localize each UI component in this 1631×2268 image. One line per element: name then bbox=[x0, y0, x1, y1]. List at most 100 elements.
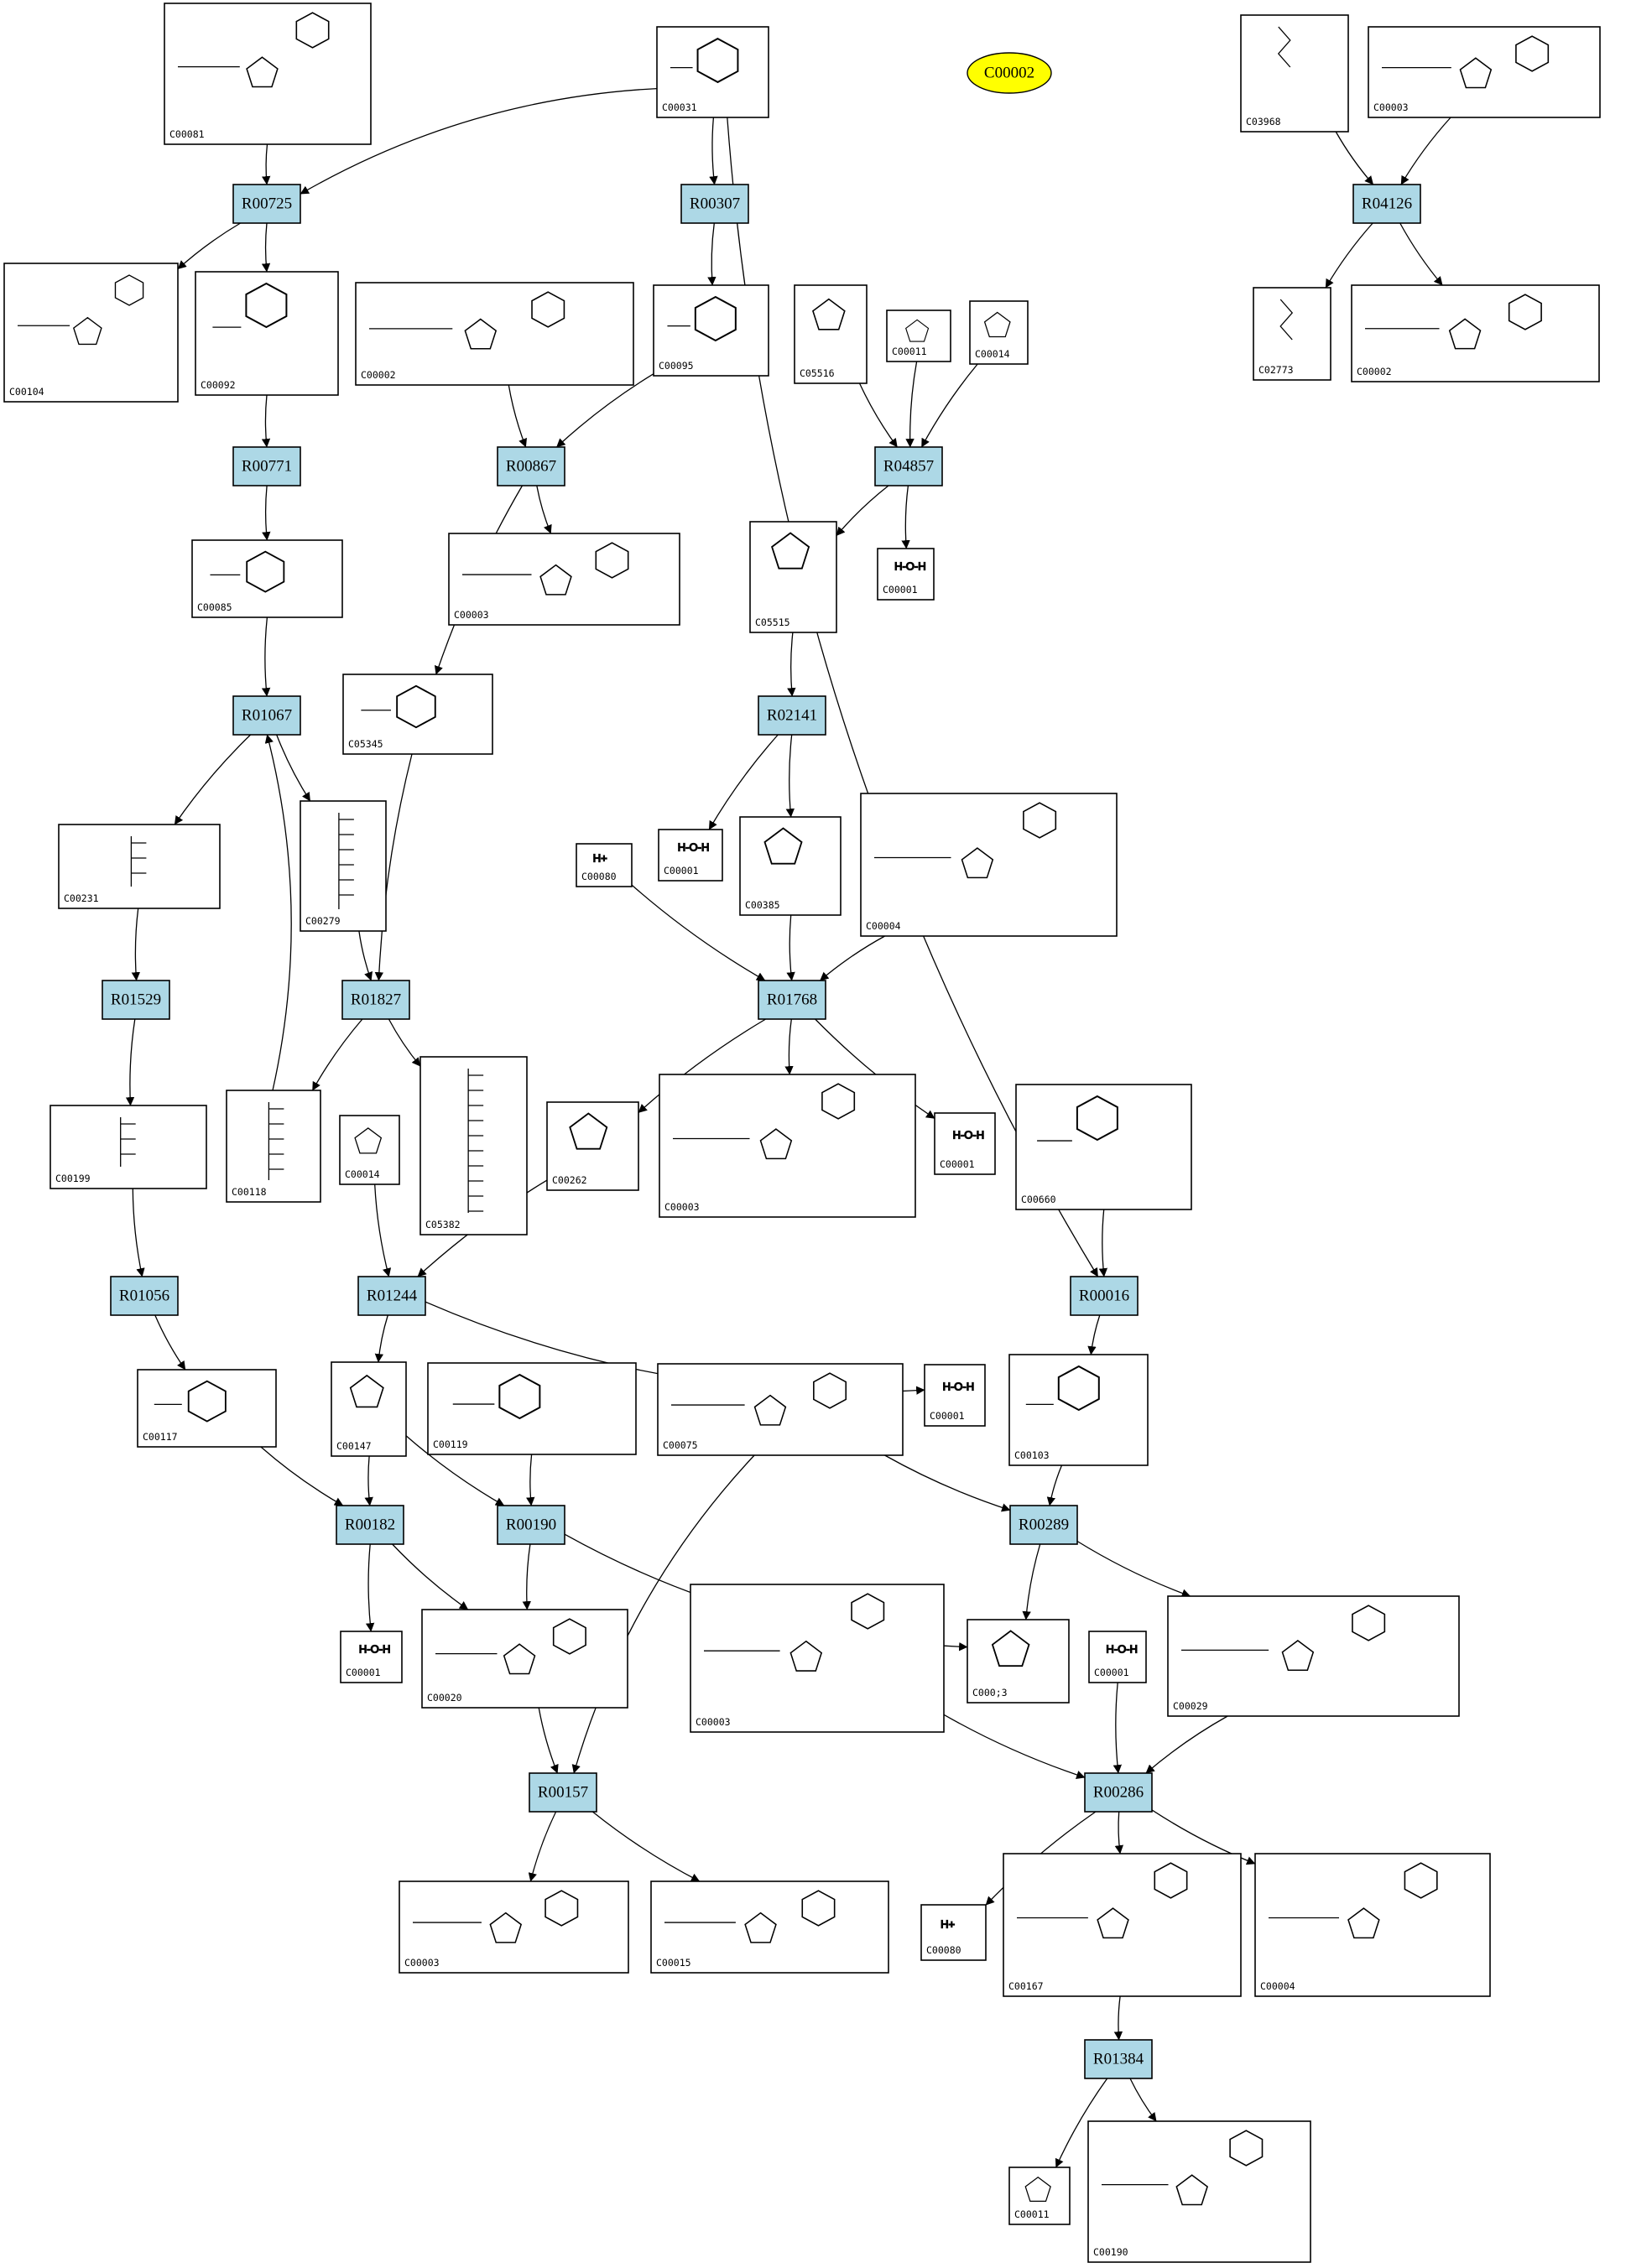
compound-node[interactable]: C00119 bbox=[427, 1362, 637, 1455]
compound-box[interactable] bbox=[50, 1105, 207, 1189]
compound-node[interactable]: C00385 bbox=[739, 816, 842, 916]
compound-box[interactable] bbox=[690, 1584, 945, 1733]
compound-node[interactable]: C00020 bbox=[421, 1609, 628, 1709]
compound-box[interactable] bbox=[1008, 2167, 1071, 2225]
compound-node[interactable]: C00003 bbox=[1368, 26, 1601, 118]
reaction-node[interactable]: R01384 bbox=[1084, 2039, 1153, 2079]
compound-box[interactable] bbox=[924, 1364, 986, 1427]
compound-node[interactable]: C00117 bbox=[137, 1369, 277, 1448]
compound-node[interactable]: C00003 bbox=[659, 1074, 916, 1218]
compound-node[interactable]: C00015 bbox=[650, 1880, 889, 1974]
reaction-box[interactable] bbox=[874, 446, 943, 486]
compound-node[interactable]: C00003 bbox=[690, 1584, 945, 1733]
reaction-node[interactable]: R04857 bbox=[874, 446, 943, 486]
compound-node[interactable]: C00029 bbox=[1167, 1595, 1460, 1717]
reaction-box[interactable] bbox=[680, 184, 749, 224]
compound-box[interactable] bbox=[659, 1074, 916, 1218]
compound-node[interactable]: C00104 bbox=[3, 263, 179, 403]
reaction-box[interactable] bbox=[232, 446, 301, 486]
compound-box[interactable] bbox=[1254, 1853, 1491, 1997]
reaction-box[interactable] bbox=[232, 695, 301, 736]
compound-node[interactable]: C05382 bbox=[419, 1056, 528, 1235]
reaction-box[interactable] bbox=[336, 1505, 404, 1545]
reaction-box[interactable] bbox=[497, 446, 565, 486]
compound-box[interactable] bbox=[1003, 1853, 1242, 1997]
compound-node[interactable]: C00167 bbox=[1003, 1853, 1242, 1997]
compound-box[interactable] bbox=[164, 3, 372, 145]
reaction-box[interactable] bbox=[341, 980, 410, 1020]
compound-box[interactable] bbox=[1088, 1631, 1147, 1683]
compound-box[interactable] bbox=[967, 1619, 1070, 1704]
compound-box[interactable] bbox=[1167, 1595, 1460, 1717]
reaction-node[interactable]: R00157 bbox=[529, 1772, 597, 1813]
compound-node[interactable]: C00190 bbox=[1087, 2120, 1311, 2263]
compound-box[interactable] bbox=[934, 1112, 996, 1175]
compound-node[interactable]: C00199 bbox=[50, 1105, 207, 1189]
reaction-node[interactable]: R02141 bbox=[758, 695, 826, 736]
reaction-box[interactable] bbox=[1070, 1276, 1139, 1316]
compound-box[interactable] bbox=[650, 1880, 889, 1974]
compound-box[interactable] bbox=[339, 1115, 400, 1185]
compound-node[interactable]: C00075 bbox=[657, 1363, 904, 1456]
compound-box[interactable] bbox=[969, 300, 1029, 365]
reaction-node[interactable]: R01529 bbox=[102, 980, 170, 1020]
compound-box[interactable] bbox=[137, 1369, 277, 1448]
compound-node[interactable]: C00004 bbox=[1254, 1853, 1491, 1997]
reaction-box[interactable] bbox=[1009, 1505, 1078, 1545]
compound-node[interactable]: C00262 bbox=[546, 1101, 639, 1191]
compound-node[interactable]: C00011 bbox=[1008, 2167, 1071, 2225]
reaction-node[interactable]: R00286 bbox=[1084, 1772, 1153, 1813]
compound-box[interactable] bbox=[427, 1362, 637, 1455]
compound-box[interactable] bbox=[658, 829, 723, 882]
compound-box[interactable] bbox=[1253, 287, 1331, 381]
reaction-node[interactable]: R00867 bbox=[497, 446, 565, 486]
compound-box[interactable] bbox=[877, 548, 935, 601]
compound-node[interactable]: C00014 bbox=[969, 300, 1029, 365]
compound-box[interactable] bbox=[886, 310, 951, 362]
compound-box[interactable] bbox=[340, 1631, 403, 1683]
compound-box[interactable] bbox=[195, 271, 339, 396]
compound-box[interactable] bbox=[1240, 14, 1349, 133]
compound-box[interactable] bbox=[920, 1904, 987, 1961]
compound-node[interactable]: C05515 bbox=[749, 521, 837, 633]
reaction-node[interactable]: R01827 bbox=[341, 980, 410, 1020]
compound-box[interactable] bbox=[1087, 2120, 1311, 2263]
compound-node[interactable]: C00003 bbox=[448, 533, 680, 626]
compound-box[interactable] bbox=[419, 1056, 528, 1235]
compound-node[interactable]: C00279 bbox=[300, 800, 387, 932]
compound-node[interactable]: C00031 bbox=[656, 26, 769, 118]
compound-box[interactable] bbox=[331, 1361, 407, 1457]
compound-box[interactable] bbox=[3, 263, 179, 403]
reaction-node[interactable]: R00725 bbox=[232, 184, 301, 224]
compound-node[interactable]: C00092 bbox=[195, 271, 339, 396]
reaction-node[interactable]: R00190 bbox=[497, 1505, 565, 1545]
compound-node[interactable]: C03968 bbox=[1240, 14, 1349, 133]
compound-box[interactable] bbox=[1368, 26, 1601, 118]
reaction-node[interactable]: R01067 bbox=[232, 695, 301, 736]
compound-node[interactable]: C00002 bbox=[1351, 284, 1600, 382]
reaction-node[interactable]: R01056 bbox=[110, 1276, 179, 1316]
reaction-box[interactable] bbox=[232, 184, 301, 224]
highlight-node[interactable]: C00002 bbox=[967, 52, 1052, 94]
compound-box[interactable] bbox=[794, 284, 868, 384]
compound-node[interactable]: C05516 bbox=[794, 284, 868, 384]
compound-node[interactable]: C05345 bbox=[342, 674, 493, 755]
compound-node[interactable]: C00103 bbox=[1008, 1354, 1149, 1466]
compound-node[interactable]: C00003 bbox=[399, 1880, 629, 1974]
reaction-node[interactable]: R00289 bbox=[1009, 1505, 1078, 1545]
compound-node[interactable]: C00014 bbox=[339, 1115, 400, 1185]
compound-node[interactable]: C00231 bbox=[58, 824, 221, 909]
reaction-node[interactable]: R00182 bbox=[336, 1505, 404, 1545]
compound-node[interactable]: H+C00080 bbox=[576, 843, 633, 887]
reaction-node[interactable]: R00771 bbox=[232, 446, 301, 486]
compound-box[interactable] bbox=[1015, 1084, 1192, 1210]
compound-box[interactable] bbox=[860, 793, 1118, 937]
compound-box[interactable] bbox=[399, 1880, 629, 1974]
compound-node[interactable]: C00081 bbox=[164, 3, 372, 145]
compound-node[interactable]: H+C00080 bbox=[920, 1904, 987, 1961]
compound-node[interactable]: C00004 bbox=[860, 793, 1118, 937]
compound-box[interactable] bbox=[448, 533, 680, 626]
compound-node[interactable]: C00002 bbox=[355, 282, 634, 386]
